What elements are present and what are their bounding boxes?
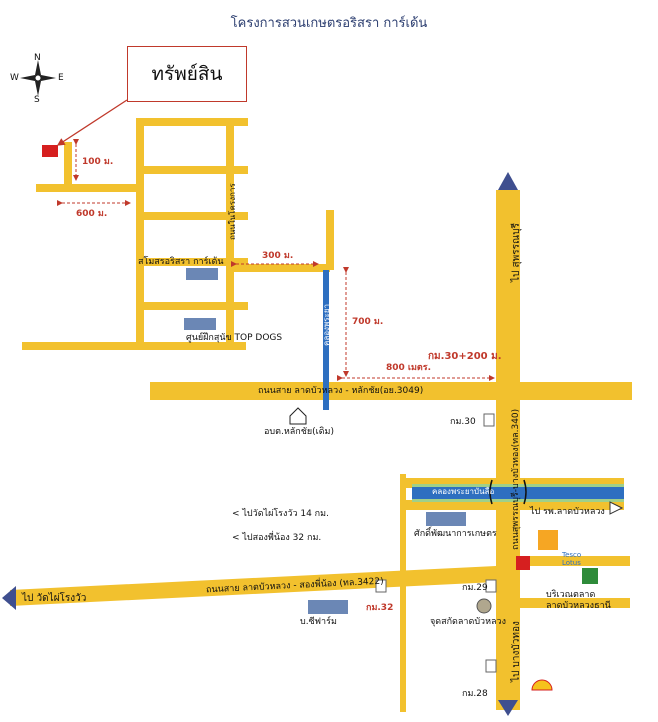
road-300 <box>226 264 330 272</box>
km32-post-icon <box>375 579 387 593</box>
road-side-v <box>400 474 406 712</box>
arisara-label: สโมสรอริสรา การ์เด้น <box>138 257 224 267</box>
highway-340-label: ถนนสุพรรณบุรี-บางบัวทอง(ทล.340) <box>511 408 521 550</box>
canal-vertical-label: คลองพระยา <box>322 303 331 346</box>
market-label: บริเวณตลาด ลาดบัวหลวงธานี <box>546 590 611 611</box>
obt-label: อบต.หลักชัย(เดิม) <box>264 427 334 437</box>
km30-label: กม.30 <box>450 417 476 427</box>
page-title: โครงการสวนเกษตรอริสรา การ์เด้น <box>230 16 428 31</box>
road-h2 <box>136 166 248 174</box>
distance-700: 700 ม. <box>352 317 384 327</box>
road-340 <box>496 190 520 710</box>
road-west-upper <box>400 478 496 488</box>
km29-post-icon <box>485 579 497 593</box>
km-30-200: กม.30+200 ม. <box>428 351 502 362</box>
canal-bank-top <box>412 484 624 487</box>
canal-vertical <box>323 270 329 410</box>
km29-label: กม.29 <box>462 583 488 593</box>
arrow-west-icon <box>2 586 16 610</box>
canal-bank-bottom <box>412 499 624 502</box>
km28-post-icon <box>485 659 497 673</box>
compass-icon <box>20 60 56 96</box>
bcfarm-label: บ.ซีฟาร์ม <box>300 617 337 627</box>
compass-n: N <box>34 53 41 63</box>
project-roads <box>22 118 334 350</box>
road-h4 <box>136 258 248 266</box>
distance-600: 600 ม. <box>76 209 108 219</box>
compass-e: E <box>58 73 64 83</box>
project-road-label: ถนนในโครงการ <box>228 183 237 240</box>
road-h3 <box>136 212 248 220</box>
road-market <box>520 556 630 566</box>
checkpoint-icon <box>476 598 492 614</box>
to-wat-label: ไป วัดไผ่โรงวัว <box>22 593 87 604</box>
property-callout: ทรัพย์สิน <box>127 46 247 102</box>
canal-horizontal-label: คลองพระยาบันลือ <box>432 487 495 496</box>
to-bangbuathong-label: ไป บางบัวทอง <box>511 621 522 682</box>
shell-icon <box>531 679 553 691</box>
temple-icon <box>538 530 558 550</box>
bridge-left <box>489 479 493 505</box>
road-west-lower <box>400 500 496 510</box>
building-arisara-icon <box>186 268 218 280</box>
distance-100: 100 ม. <box>82 157 114 167</box>
note-wat: < ไปวัดไผ่โรงวัว 14 กม. <box>232 509 329 519</box>
road-h6 <box>22 342 246 350</box>
km30-post-icon <box>483 413 495 427</box>
building-bcfarm-icon <box>308 600 348 614</box>
property-marker <box>42 145 58 157</box>
road-v2 <box>226 118 234 350</box>
to-suphanburi-label: ไป สุพรรณบุรี <box>511 223 522 282</box>
compass-w: W <box>10 73 19 83</box>
building-sakdi-icon <box>426 512 466 526</box>
topdogs-label: ศูนย์ฝึกสุนัข TOP DOGS <box>186 333 283 343</box>
compass-s: S <box>34 95 40 105</box>
road-v1 <box>136 118 144 350</box>
road-lak-chai-label: ถนนสาย ลาดบัวหลวง - หลักชัย(อย.3049) <box>258 386 424 396</box>
road-h5 <box>136 302 248 310</box>
road-north-stub <box>326 210 334 270</box>
arrow-south-icon <box>498 700 518 716</box>
checkpoint-label: จุดสกัดลาดบัวหลวง <box>430 617 506 627</box>
lotus-label: Tesco Lotus <box>562 551 582 567</box>
sakdi-label: ศักดิ์พัฒนาการเกษตร <box>414 529 497 539</box>
market-icon <box>582 568 598 584</box>
bridge-right <box>523 479 527 505</box>
distance-800: 800 เมตร. <box>386 363 432 373</box>
access-road-v <box>64 142 72 192</box>
road-h1 <box>136 118 248 126</box>
note-song-phi-nong: < ไปสองพี่น้อง 32 กม. <box>232 533 322 543</box>
direction-arrows <box>2 172 624 716</box>
road-3422 <box>10 566 496 606</box>
distance-arrows <box>57 139 495 381</box>
building-icons <box>184 268 598 691</box>
road-market-2 <box>520 598 630 608</box>
callout-pointer <box>56 99 128 146</box>
arrow-north-icon <box>498 172 518 190</box>
road-east-lower <box>520 500 624 510</box>
road-east-upper <box>520 478 624 488</box>
seven-eleven-icon <box>516 556 530 570</box>
km28-label: กม.28 <box>462 689 488 699</box>
access-road-h <box>36 184 144 192</box>
canal-horizontal <box>412 486 624 500</box>
obt-house-icon <box>289 407 307 425</box>
distance-300: 300 ม. <box>262 251 294 261</box>
km32-label: กม.32 <box>366 603 394 613</box>
arrow-east-outline-icon <box>609 501 624 515</box>
building-topdogs-icon <box>184 318 216 330</box>
canals <box>323 270 624 505</box>
to-hospital-label: ไป รพ.ลาดบัวหลวง <box>530 507 605 517</box>
highways <box>10 190 632 712</box>
